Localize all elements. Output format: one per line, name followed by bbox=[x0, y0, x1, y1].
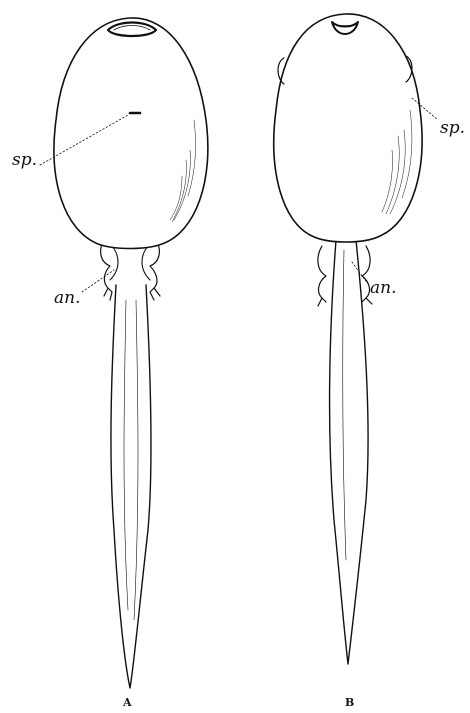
tadpole-a-body bbox=[54, 18, 208, 249]
caption-b: B bbox=[345, 696, 355, 709]
tadpole-a-tail bbox=[111, 285, 151, 688]
label-sp-b: sp. bbox=[440, 120, 465, 137]
tadpole-a-left-leg bbox=[101, 240, 112, 300]
label-an-a: an. bbox=[54, 290, 81, 307]
tadpole-a bbox=[40, 18, 208, 688]
label-sp-a: sp. bbox=[12, 152, 37, 169]
tadpole-b bbox=[274, 14, 438, 664]
caption-a: A bbox=[123, 696, 132, 709]
label-an-b: an. bbox=[370, 280, 397, 297]
tadpole-a-right-leg bbox=[150, 240, 160, 300]
tadpole-b-left-leg bbox=[318, 246, 326, 306]
tadpole-b-body bbox=[274, 14, 422, 242]
tadpole-b-tail bbox=[330, 240, 369, 664]
